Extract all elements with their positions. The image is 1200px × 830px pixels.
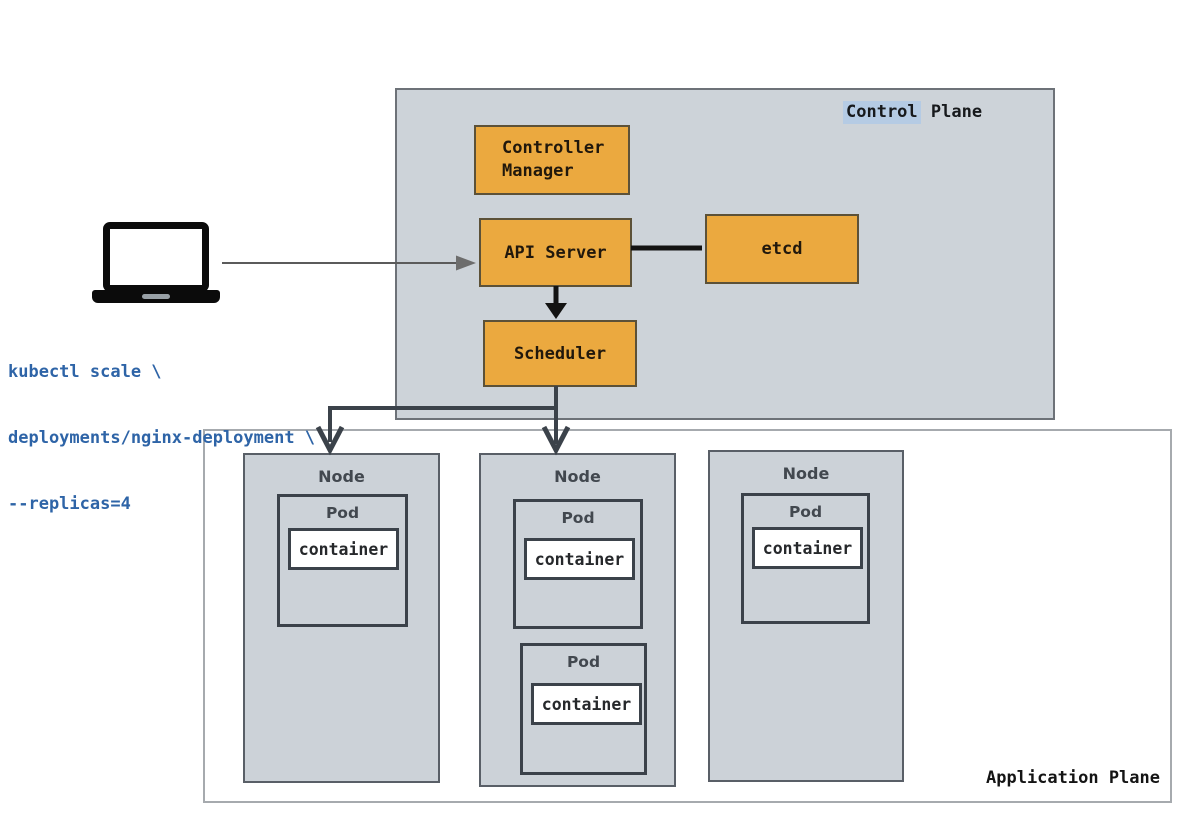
node-2-pod-2: Pod container xyxy=(520,643,647,775)
pod-label: Pod xyxy=(561,509,595,527)
kubectl-command: kubectl scale \ deployments/nginx-deploy… xyxy=(8,317,315,559)
application-plane-label: Application Plane xyxy=(986,768,1160,788)
control-plane-label-highlight: Control xyxy=(843,101,921,124)
api-server-box: API Server xyxy=(479,218,632,287)
laptop-icon xyxy=(92,218,220,306)
container-box: container xyxy=(288,528,399,570)
command-line-2: deployments/nginx-deployment \ xyxy=(8,428,316,448)
etcd-box: etcd xyxy=(705,214,859,284)
node-1-pod-1: Pod container xyxy=(277,494,408,627)
control-plane-label-rest: Plane xyxy=(920,102,983,122)
command-line-3: --replicas=4 xyxy=(8,494,131,514)
pod-label: Pod xyxy=(325,504,360,522)
laptop-base xyxy=(92,290,220,303)
pod-label: Pod xyxy=(788,503,823,521)
node-3: Node Pod container xyxy=(708,450,904,782)
pod-label: Pod xyxy=(566,653,601,671)
controller-manager-box: Controller Manager xyxy=(474,125,630,195)
node-2-pod-1: Pod container xyxy=(513,499,643,629)
node-2-label: Node xyxy=(554,467,601,486)
laptop-screen xyxy=(103,222,209,292)
container-box: container xyxy=(524,538,635,580)
node-3-pod-1: Pod container xyxy=(741,493,870,624)
control-plane-panel: Control Plane Controller Manager API Ser… xyxy=(395,88,1055,420)
node-1: Node Pod container xyxy=(243,453,440,783)
laptop-notch xyxy=(142,294,170,299)
node-2: Node Pod container Pod container xyxy=(479,453,676,787)
node-1-label: Node xyxy=(318,467,365,486)
node-3-label: Node xyxy=(782,464,830,483)
scheduler-box: Scheduler xyxy=(483,320,637,387)
container-box: container xyxy=(531,683,642,725)
container-box: container xyxy=(752,527,863,569)
control-plane-label: Control Plane xyxy=(843,101,983,124)
command-line-1: kubectl scale \ xyxy=(8,362,162,382)
